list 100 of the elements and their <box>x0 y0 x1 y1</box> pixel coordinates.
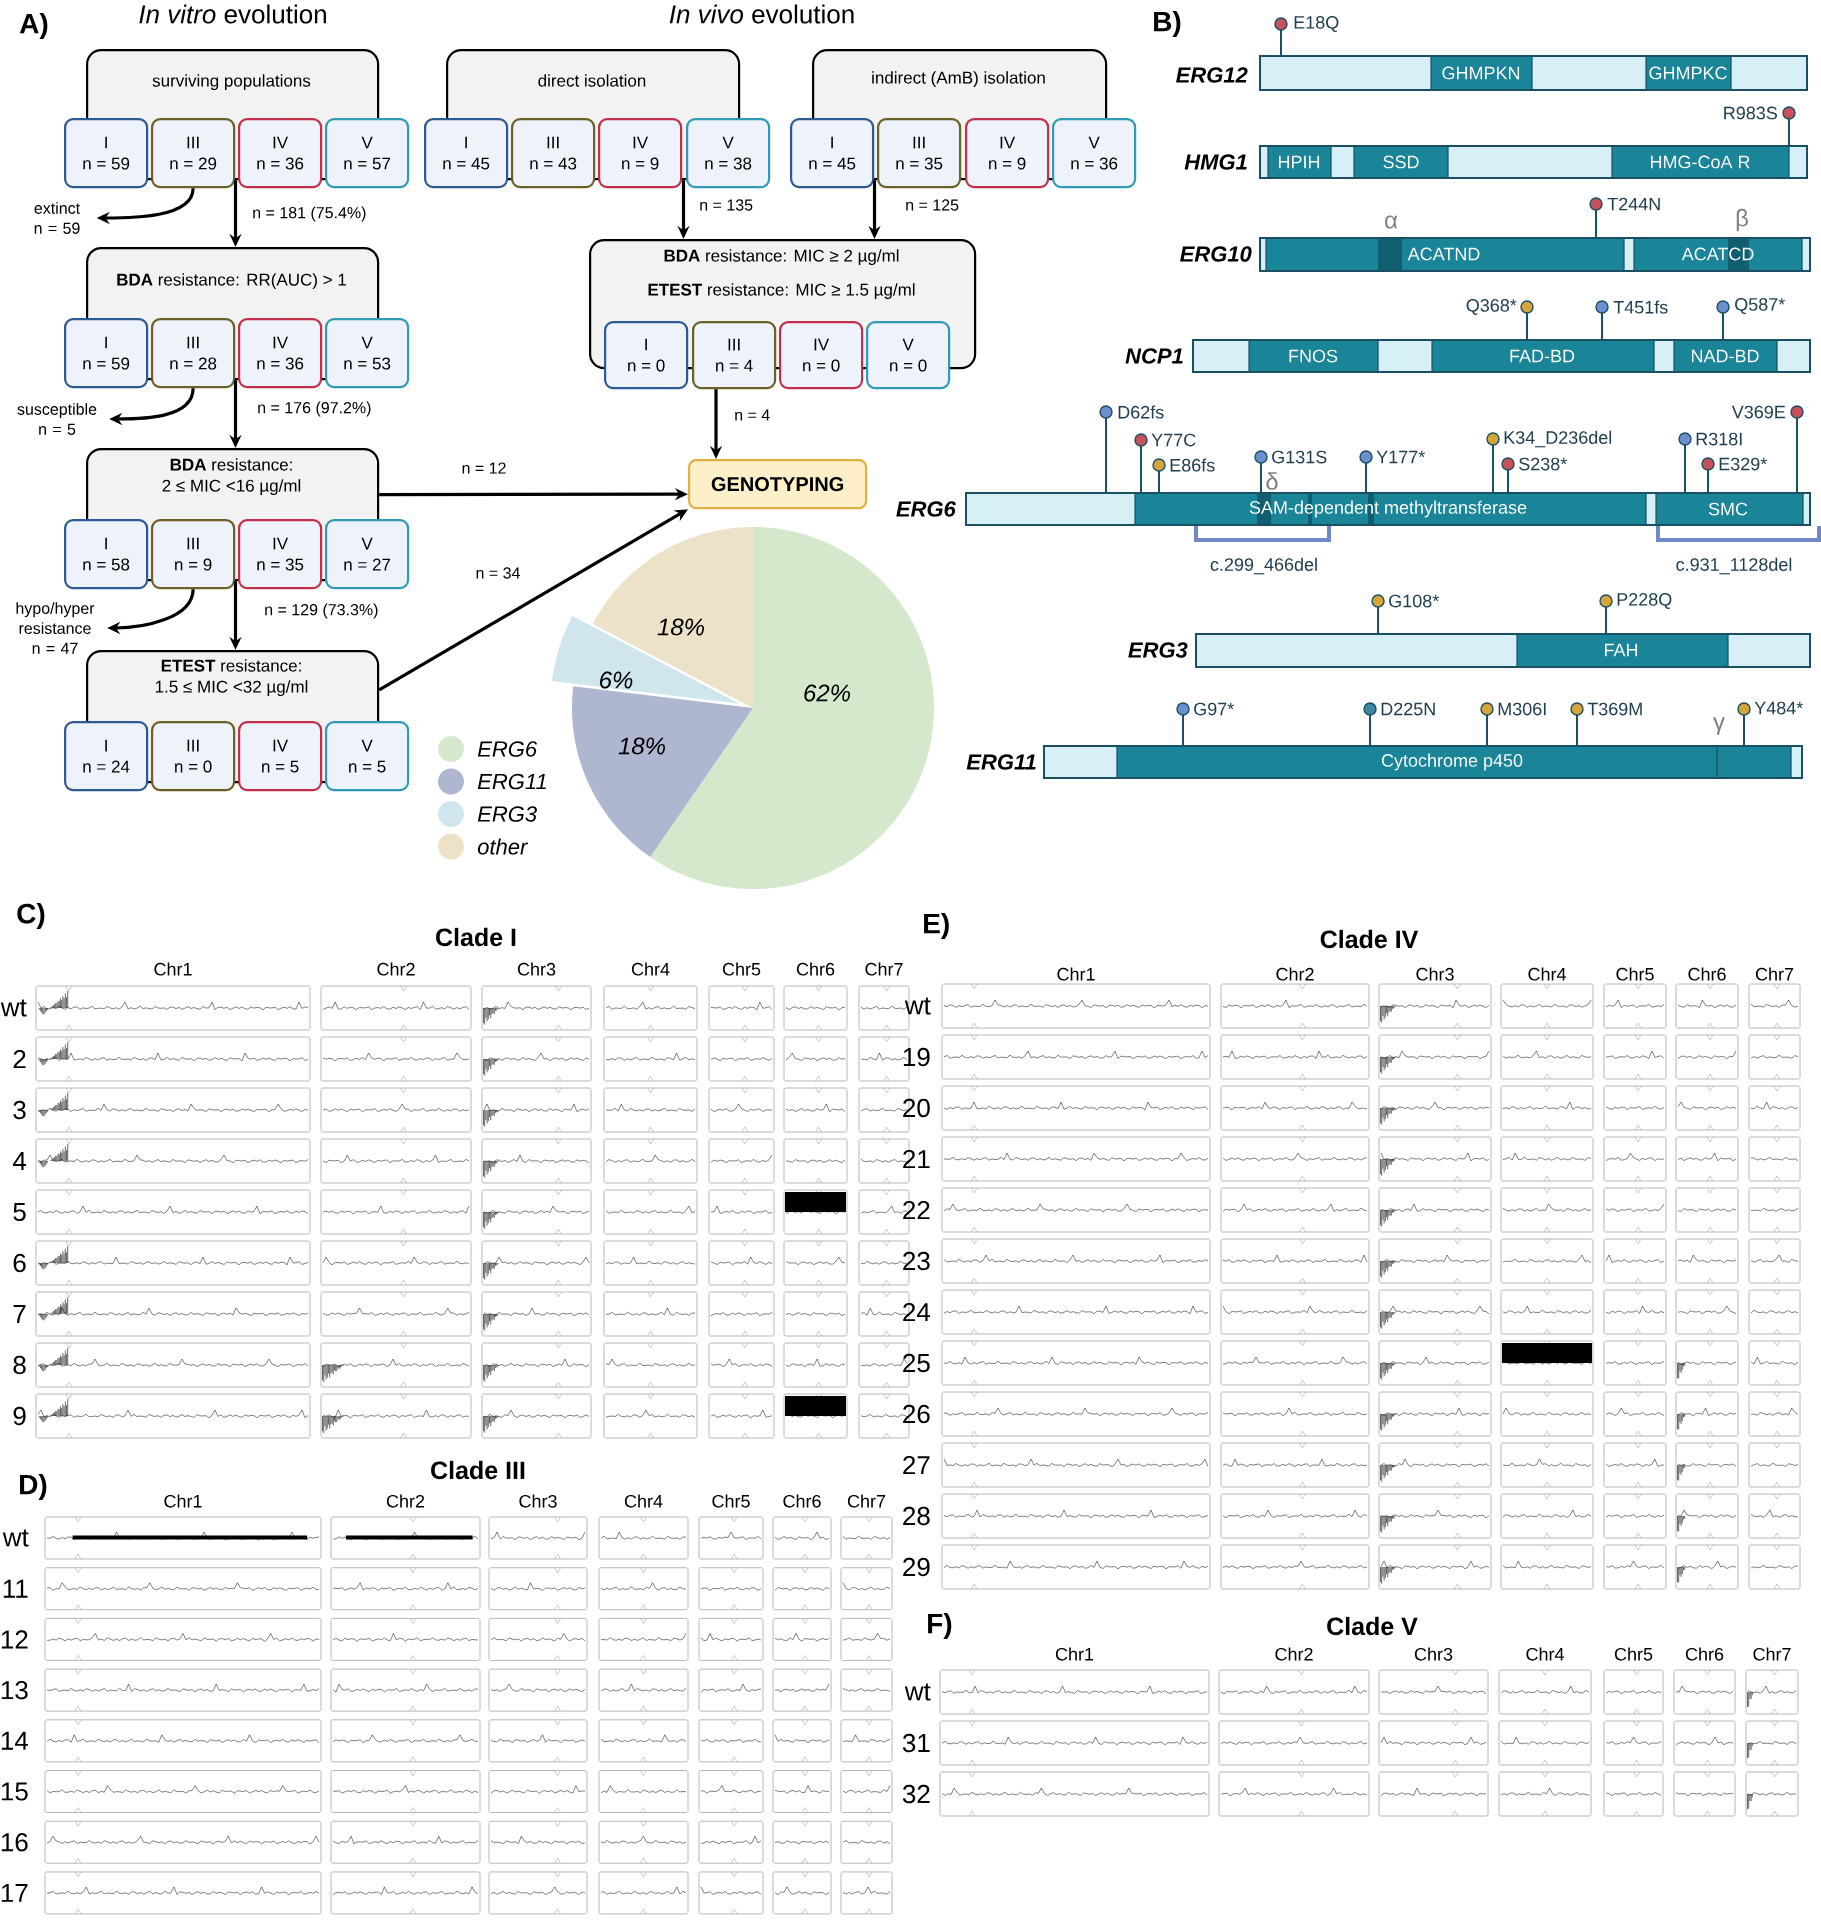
chromosome-label: Chr6 <box>1685 1647 1724 1661</box>
sample-label: 4 <box>12 1152 27 1170</box>
chromosome-label: Chr5 <box>1616 967 1654 981</box>
clade-box: V n = 57 <box>325 118 410 189</box>
sample-label: 22 <box>903 1200 930 1220</box>
mutation-label: T369M <box>1587 702 1642 716</box>
mutation-label: G131S <box>1272 450 1327 464</box>
mutation-label: V369E <box>1731 405 1786 419</box>
gene-name: ERG3 <box>1128 642 1188 658</box>
mutation-label: T451fs <box>1613 300 1668 314</box>
clade-box: I n = 59 <box>64 318 149 389</box>
outcome-label: susceptible n = 5 <box>17 403 97 435</box>
genotyping-box: GENOTYPING <box>688 459 868 510</box>
legend-label: ERG11 <box>477 773 546 790</box>
clade-box: V n = 0 <box>866 321 951 390</box>
mutation-label: T244N <box>1607 197 1660 211</box>
clade-box: I n = 45 <box>790 118 875 189</box>
chromosome-label: Chr4 <box>1528 967 1566 981</box>
sample-label: 17 <box>1 1883 28 1902</box>
sample-label: 13 <box>1 1680 28 1700</box>
clade-title: Clade III <box>431 1460 525 1480</box>
clade-title: Clade V <box>1327 1616 1418 1636</box>
chromosome-label: Chr4 <box>631 962 670 976</box>
chromosome-label: Chr3 <box>1414 1647 1453 1661</box>
gene-name: ERG11 <box>966 754 1036 770</box>
clade-box: III n = 43 <box>511 118 596 189</box>
panel-letter: B) <box>1154 10 1181 38</box>
sample-label: 16 <box>1 1833 28 1852</box>
gene-name: ERG6 <box>896 501 956 517</box>
edge-label: n = 135 <box>700 199 753 211</box>
panel-heading: In vivo evolution <box>669 4 854 24</box>
deletion-label: c.931_1128del <box>1676 557 1792 575</box>
site-symbol: β <box>1736 208 1748 232</box>
sample-label: 19 <box>903 1047 930 1067</box>
sample-label: 6 <box>13 1253 26 1273</box>
sample-label: 24 <box>903 1302 931 1322</box>
edge-label: n = 181 (75.4%) <box>253 206 366 222</box>
panel-letter: F) <box>928 1613 952 1640</box>
mutation-label: D225N <box>1381 702 1435 716</box>
mutation-label: D62fs <box>1118 405 1164 419</box>
mutation-label: K34_D236del <box>1504 430 1612 448</box>
site-symbol: δ <box>1266 472 1278 490</box>
gene-name: NCP1 <box>1125 348 1183 364</box>
domain-label: ACATCD <box>1681 247 1754 261</box>
chromosome-label: Chr1 <box>154 962 192 976</box>
domain-label: FAD-BD <box>1510 349 1575 363</box>
sample-label: 8 <box>13 1355 26 1375</box>
sample-label: 31 <box>902 1733 930 1753</box>
clade-box: IV n = 35 <box>238 519 323 590</box>
domain-label: SMC <box>1708 502 1748 516</box>
gene-name: ERG12 <box>1176 67 1248 83</box>
clade-title: Clade IV <box>1320 929 1419 949</box>
clade-box: I n = 58 <box>64 519 149 590</box>
chromosome-label: Chr4 <box>1526 1647 1564 1661</box>
clade-box: I n = 59 <box>64 118 149 189</box>
sample-label: 11 <box>3 1579 28 1598</box>
clade-box: I n = 45 <box>424 118 509 189</box>
chromosome-label: Chr1 <box>164 1494 202 1508</box>
sample-label: wt <box>0 999 27 1017</box>
mutation-label: G97* <box>1194 702 1234 716</box>
sample-label: 15 <box>1 1782 28 1801</box>
legend-label: ERG3 <box>477 806 537 822</box>
sample-label: 12 <box>1 1630 28 1649</box>
mutation-label: E86fs <box>1170 458 1215 472</box>
clade-box: I n = 0 <box>604 321 689 390</box>
chromosome-label: Chr5 <box>712 1494 750 1508</box>
chromosome-label: Chr4 <box>624 1494 663 1508</box>
edge-label: n = 34 <box>476 567 520 579</box>
clade-box: IV n = 9 <box>965 118 1050 189</box>
deletion-label: c.299_466del <box>1210 557 1317 575</box>
clade-box: IV n = 36 <box>238 318 323 389</box>
mutation-label: G108* <box>1389 594 1439 608</box>
site-symbol: α <box>1385 215 1398 229</box>
edge-label: n = 129 (73.3%) <box>265 603 378 619</box>
gene-name: ERG10 <box>1180 246 1252 262</box>
sample-label: 26 <box>903 1404 930 1424</box>
clade-box: I n = 24 <box>64 721 149 792</box>
chromosome-label: Chr2 <box>386 1494 425 1508</box>
legend-label: other <box>477 838 529 855</box>
site-symbol: γ <box>1713 717 1725 735</box>
sample-label: 28 <box>903 1506 930 1526</box>
panel-letter: E) <box>924 912 949 940</box>
sample-label: wt <box>2 1529 29 1547</box>
domain-label: HPIH <box>1279 155 1320 169</box>
clade-box: III n = 4 <box>692 321 777 390</box>
clade-box: III n = 28 <box>151 318 236 389</box>
clade-box: IV n = 9 <box>598 118 683 189</box>
value-label: 18% <box>618 737 665 755</box>
sample-label: 9 <box>13 1406 26 1426</box>
domain-label: ACATND <box>1407 247 1480 261</box>
panel-letter: D) <box>20 1474 47 1501</box>
domain-label: GHMPKN <box>1442 66 1520 80</box>
chromosome-label: Chr1 <box>1057 967 1095 981</box>
sample-label: 27 <box>903 1455 930 1475</box>
clade-box: III n = 0 <box>151 721 236 792</box>
sample-label: 32 <box>902 1784 930 1804</box>
domain-label: Cytochrome p450 <box>1381 753 1523 771</box>
sample-label: wt <box>904 997 931 1015</box>
clade-box: IV n = 36 <box>238 118 323 189</box>
clade-box: III n = 35 <box>877 118 962 189</box>
